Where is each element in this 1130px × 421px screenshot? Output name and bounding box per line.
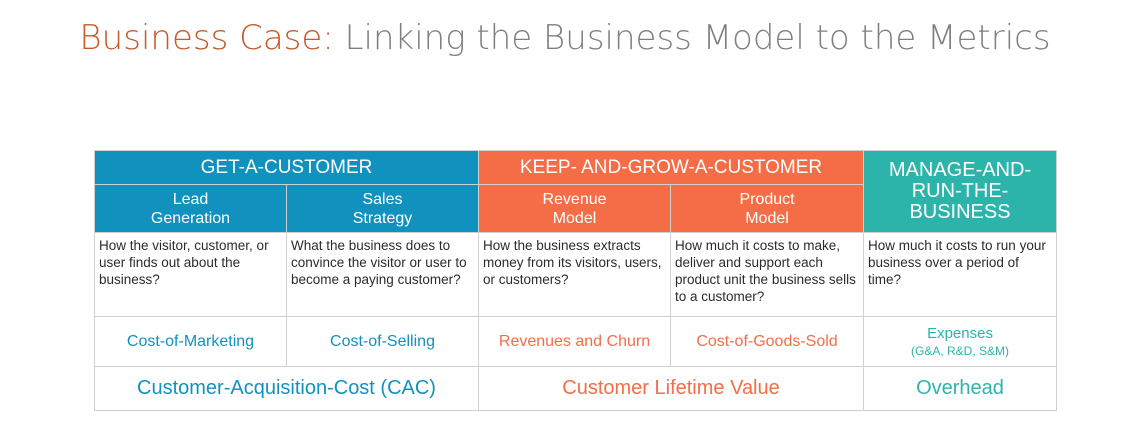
total-ltv: Customer Lifetime Value: [477, 366, 865, 411]
description-sales-strategy: What the business does to convince the v…: [286, 232, 479, 317]
description-product-model: How much it costs to make, deliver and s…: [669, 232, 865, 317]
header-get-a-customer: GET-A-CUSTOMER: [94, 150, 479, 185]
expenses-cell: Expenses (G&A, R&D, S&M): [863, 316, 1058, 367]
description-lead-generation: How the visitor, customer, or user finds…: [94, 232, 287, 317]
cost-of-marketing: Cost-of-Marketing: [94, 316, 287, 367]
header-manage-and-run: MANAGE-AND-RUN-THE-BUSINESS: [863, 150, 1058, 233]
revenues-and-churn: Revenues and Churn: [478, 316, 671, 367]
subheader-product-model: Product Model: [669, 184, 865, 233]
description-revenue-model: How the business extracts money from its…: [478, 232, 671, 317]
total-cac: Customer-Acquisition-Cost (CAC): [94, 366, 479, 411]
total-overhead: Overhead: [863, 366, 1058, 411]
cost-of-goods-sold: Cost-of-Goods-Sold: [669, 316, 865, 367]
header-keep-and-grow: KEEP- AND-GROW-A-CUSTOMER: [477, 150, 865, 185]
cost-of-selling: Cost-of-Selling: [286, 316, 479, 367]
expenses-label: Expenses: [927, 324, 993, 342]
title-rest: Linking the Business Model to the Metric…: [333, 18, 1051, 58]
business-model-table: GET-A-CUSTOMER KEEP- AND-GROW-A-CUSTOMER…: [94, 150, 1058, 411]
description-manage-business: How much it costs to run your business o…: [863, 232, 1058, 317]
page-title: Business Case: Linking the Business Mode…: [0, 18, 1130, 58]
subheader-sales-strategy: Sales Strategy: [286, 184, 479, 233]
title-accent: Business Case: [79, 18, 323, 58]
subheader-revenue-model: Revenue Model: [478, 184, 671, 233]
subheader-lead-generation: Lead Generation: [94, 184, 287, 233]
title-separator: :: [322, 18, 334, 58]
expenses-detail: (G&A, R&D, S&M): [911, 343, 1010, 358]
